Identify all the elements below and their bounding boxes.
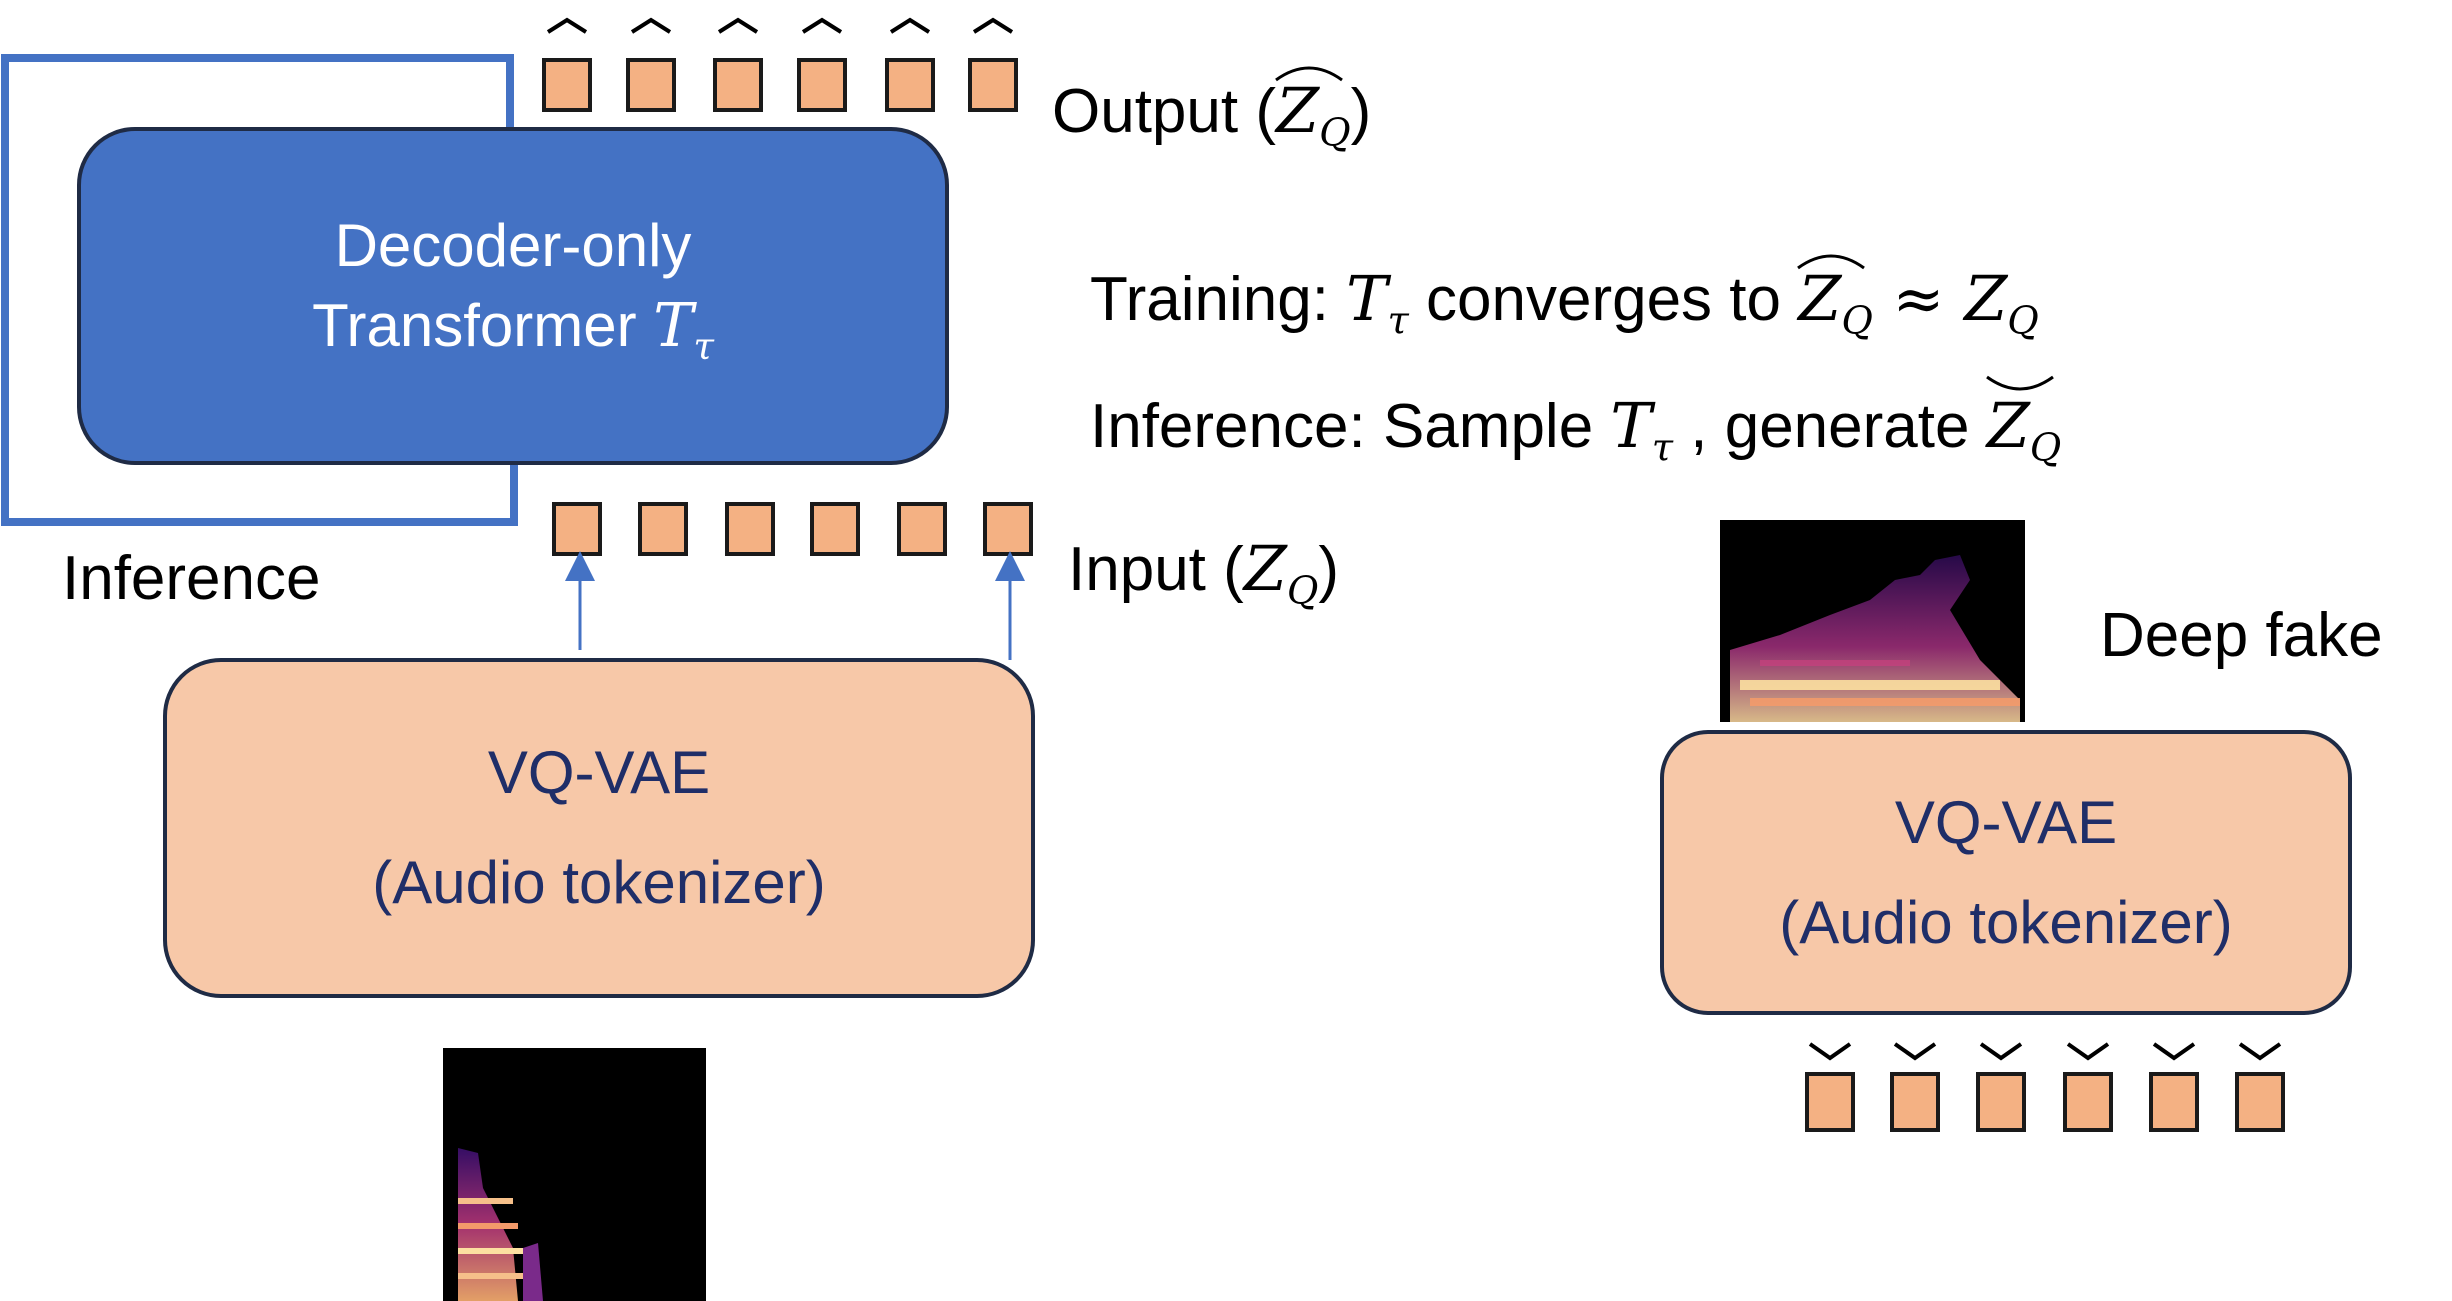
vqvae-right-line2: (Audio tokenizer): [1779, 888, 2233, 956]
wide-hat-icon: [1275, 66, 1343, 82]
output-token: [626, 58, 676, 112]
input-token: [638, 502, 688, 556]
input-spectrogram-image: [443, 1048, 706, 1301]
output-token: [713, 58, 763, 112]
transformer-box: Decoder-only Transformer Tτ: [77, 127, 949, 465]
sampled-token: [2063, 1072, 2113, 1132]
output-token: [885, 58, 935, 112]
inference-caption: Inference: Sample Tτ , generate ZQ: [1090, 375, 2061, 468]
training-caption: Training: Tτ converges to ZQ ≈ ZQ: [1090, 254, 2039, 341]
sampled-token: [1890, 1072, 1940, 1132]
transformer-symbol: T: [653, 290, 694, 361]
sampled-token: [1805, 1072, 1855, 1132]
input-token: [810, 502, 860, 556]
vqvae-left-line1: VQ-VAE: [487, 739, 711, 806]
deep-fake-spectrogram-image: [1720, 520, 2025, 722]
input-label: Input (ZQ): [1068, 532, 1340, 614]
output-token: [968, 58, 1018, 112]
vqvae-encoder-box: VQ-VAE (Audio tokenizer): [163, 658, 1035, 998]
sampled-token: [2235, 1072, 2285, 1132]
deep-fake-label: Deep fake: [2100, 601, 2383, 670]
transformer-line1: Decoder-only: [334, 211, 692, 279]
vqvae-decoder-box: VQ-VAE (Audio tokenizer): [1660, 730, 2352, 1015]
transformer-line2: Transformer Tτ: [312, 290, 714, 368]
sampled-token: [2149, 1072, 2199, 1132]
vqvae-right-line1: VQ-VAE: [1894, 788, 2118, 856]
sampled-token: [1976, 1072, 2026, 1132]
vqvae-left-line2: (Audio tokenizer): [372, 849, 826, 916]
output-token: [542, 58, 592, 112]
input-token: [983, 502, 1033, 556]
output-token: [797, 58, 847, 112]
input-token: [897, 502, 947, 556]
output-label: Output (ZQ): [1052, 66, 1371, 153]
wide-hat-icon: [1797, 254, 1866, 270]
inference-label: Inference: [62, 544, 321, 613]
input-token: [725, 502, 775, 556]
wide-check-icon: [1985, 375, 2054, 391]
